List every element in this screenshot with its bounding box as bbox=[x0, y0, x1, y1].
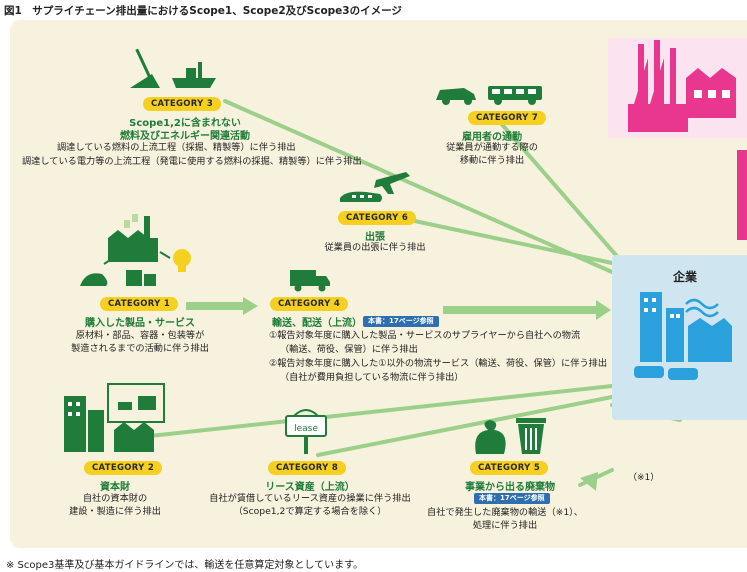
category-pill-8: CATEGORY 8 bbox=[268, 461, 347, 475]
shovel-coal-and-tanker-ship-icon bbox=[130, 48, 216, 88]
note-marker: （※1） bbox=[628, 473, 660, 483]
category-desc-7-line1: 従業員が通勤する際の bbox=[446, 142, 538, 153]
company-label: 企業 bbox=[673, 270, 698, 284]
category-pill-5: CATEGORY 5 bbox=[470, 461, 549, 475]
category-desc-8-line1: 自社が賃借しているリース資産の操業に伴う排出 bbox=[209, 493, 411, 504]
arrowhead-to-cat5 bbox=[580, 472, 598, 491]
category-title-3-line2: 燃料及びエネルギー関連活動 bbox=[120, 131, 250, 142]
svg-text:lease: lease bbox=[294, 424, 318, 434]
category-desc-1-line1: 原材料・部品、容器・包装等が bbox=[75, 330, 205, 341]
office-buildings-and-factory-icon bbox=[64, 383, 165, 452]
category-title-7: 雇用者の通勤 bbox=[462, 132, 522, 143]
factory-and-supplies-icon bbox=[80, 214, 191, 286]
category-pill-2: CATEGORY 2 bbox=[84, 461, 163, 475]
category-desc-4-line1: ①報告対象年度に購入した製品・サービスのサプライヤーから自社への物流 bbox=[269, 330, 581, 341]
category-desc-8-line2: （Scope1,2で算定する場合を除く） bbox=[233, 506, 387, 517]
category-pill-7: CATEGORY 7 bbox=[468, 111, 547, 125]
airplane-and-bullet-train-icon bbox=[340, 172, 410, 202]
category-desc-7-line2: 移動に伴う排出 bbox=[459, 155, 525, 166]
category-desc-3-line2: 調達している電力等の上流工程（発電に使用する燃料の採掘、精製等）に伴う排出 bbox=[22, 156, 362, 167]
category-title-3-line1: Scope1,2に含まれない bbox=[129, 118, 241, 129]
category-desc-6: 従業員の出張に伴う排出 bbox=[324, 242, 426, 253]
figure-title: 図1 サプライチェーン排出量におけるScope1、Scope2及びScope3の… bbox=[4, 5, 402, 17]
connector-cat6 bbox=[408, 218, 614, 265]
lease-sign-icon: lease bbox=[285, 409, 327, 454]
car-and-bus-icon bbox=[436, 86, 542, 105]
category-desc-3-line1: 調達している燃料の上流工程（採掘、精製等）に伴う排出 bbox=[57, 142, 296, 153]
category-title-5: 事業から出る廃棄物 bbox=[465, 482, 555, 493]
category-desc-1-line2: 製造されるまでの活動に伴う排出 bbox=[71, 343, 209, 354]
category-pill-1: CATEGORY 1 bbox=[100, 297, 179, 311]
company-buildings-and-cars-icon bbox=[634, 292, 732, 380]
category-title-4: 輸送、配送（上流） bbox=[272, 318, 362, 329]
category-desc-2-line1: 自社の資本財の bbox=[82, 493, 148, 504]
category-title-6: 出張 bbox=[365, 232, 385, 243]
category-title-1: 購入した製品・サービス bbox=[85, 318, 195, 329]
connector-cat7 bbox=[496, 118, 624, 264]
category-pill-6: CATEGORY 6 bbox=[338, 211, 417, 225]
category-pill-3: CATEGORY 3 bbox=[143, 97, 222, 111]
arrow-cat4-to-company bbox=[443, 300, 611, 320]
category-desc-4-line4: （自社が費用負担している物流に伴う排出） bbox=[280, 372, 464, 383]
category-desc-2-line2: 建設・製造に伴う排出 bbox=[69, 506, 161, 517]
magenta-tab bbox=[737, 150, 747, 240]
arrow-cat1-to-cat4 bbox=[186, 297, 258, 315]
delivery-truck-icon bbox=[290, 270, 330, 292]
connector-cat2 bbox=[148, 384, 614, 438]
category-pill-4: CATEGORY 4 bbox=[270, 297, 349, 311]
category-desc-4-line2: （輸送、荷役、保管）に伴う排出 bbox=[280, 344, 418, 355]
connector-cat3 bbox=[223, 99, 614, 274]
category-title-8: リース資産（上流） bbox=[265, 482, 355, 493]
category-desc-5-line2: 処理に伴う排出 bbox=[472, 520, 538, 531]
reference-badge-4: 本書：17ページ参照 bbox=[363, 316, 439, 327]
pink-factory-smokestacks-icon bbox=[608, 38, 747, 138]
category-title-2: 資本財 bbox=[100, 482, 130, 493]
reference-badge-5: 本書：17ページ参照 bbox=[474, 493, 550, 504]
garbage-bag-and-bin-icon bbox=[475, 418, 546, 454]
footnote: ※ Scope3基準及び基本ガイドラインでは、輸送を任意算定対象としています。 bbox=[6, 560, 364, 571]
connector-cat8 bbox=[316, 395, 614, 457]
category-desc-4-line3: ②報告対象年度に購入した①以外の物流サービス（輸送、荷役、保管）に伴う排出 bbox=[269, 358, 608, 369]
category-desc-5-line1: 自社で発生した廃棄物の輸送（※1）、 bbox=[427, 507, 583, 518]
